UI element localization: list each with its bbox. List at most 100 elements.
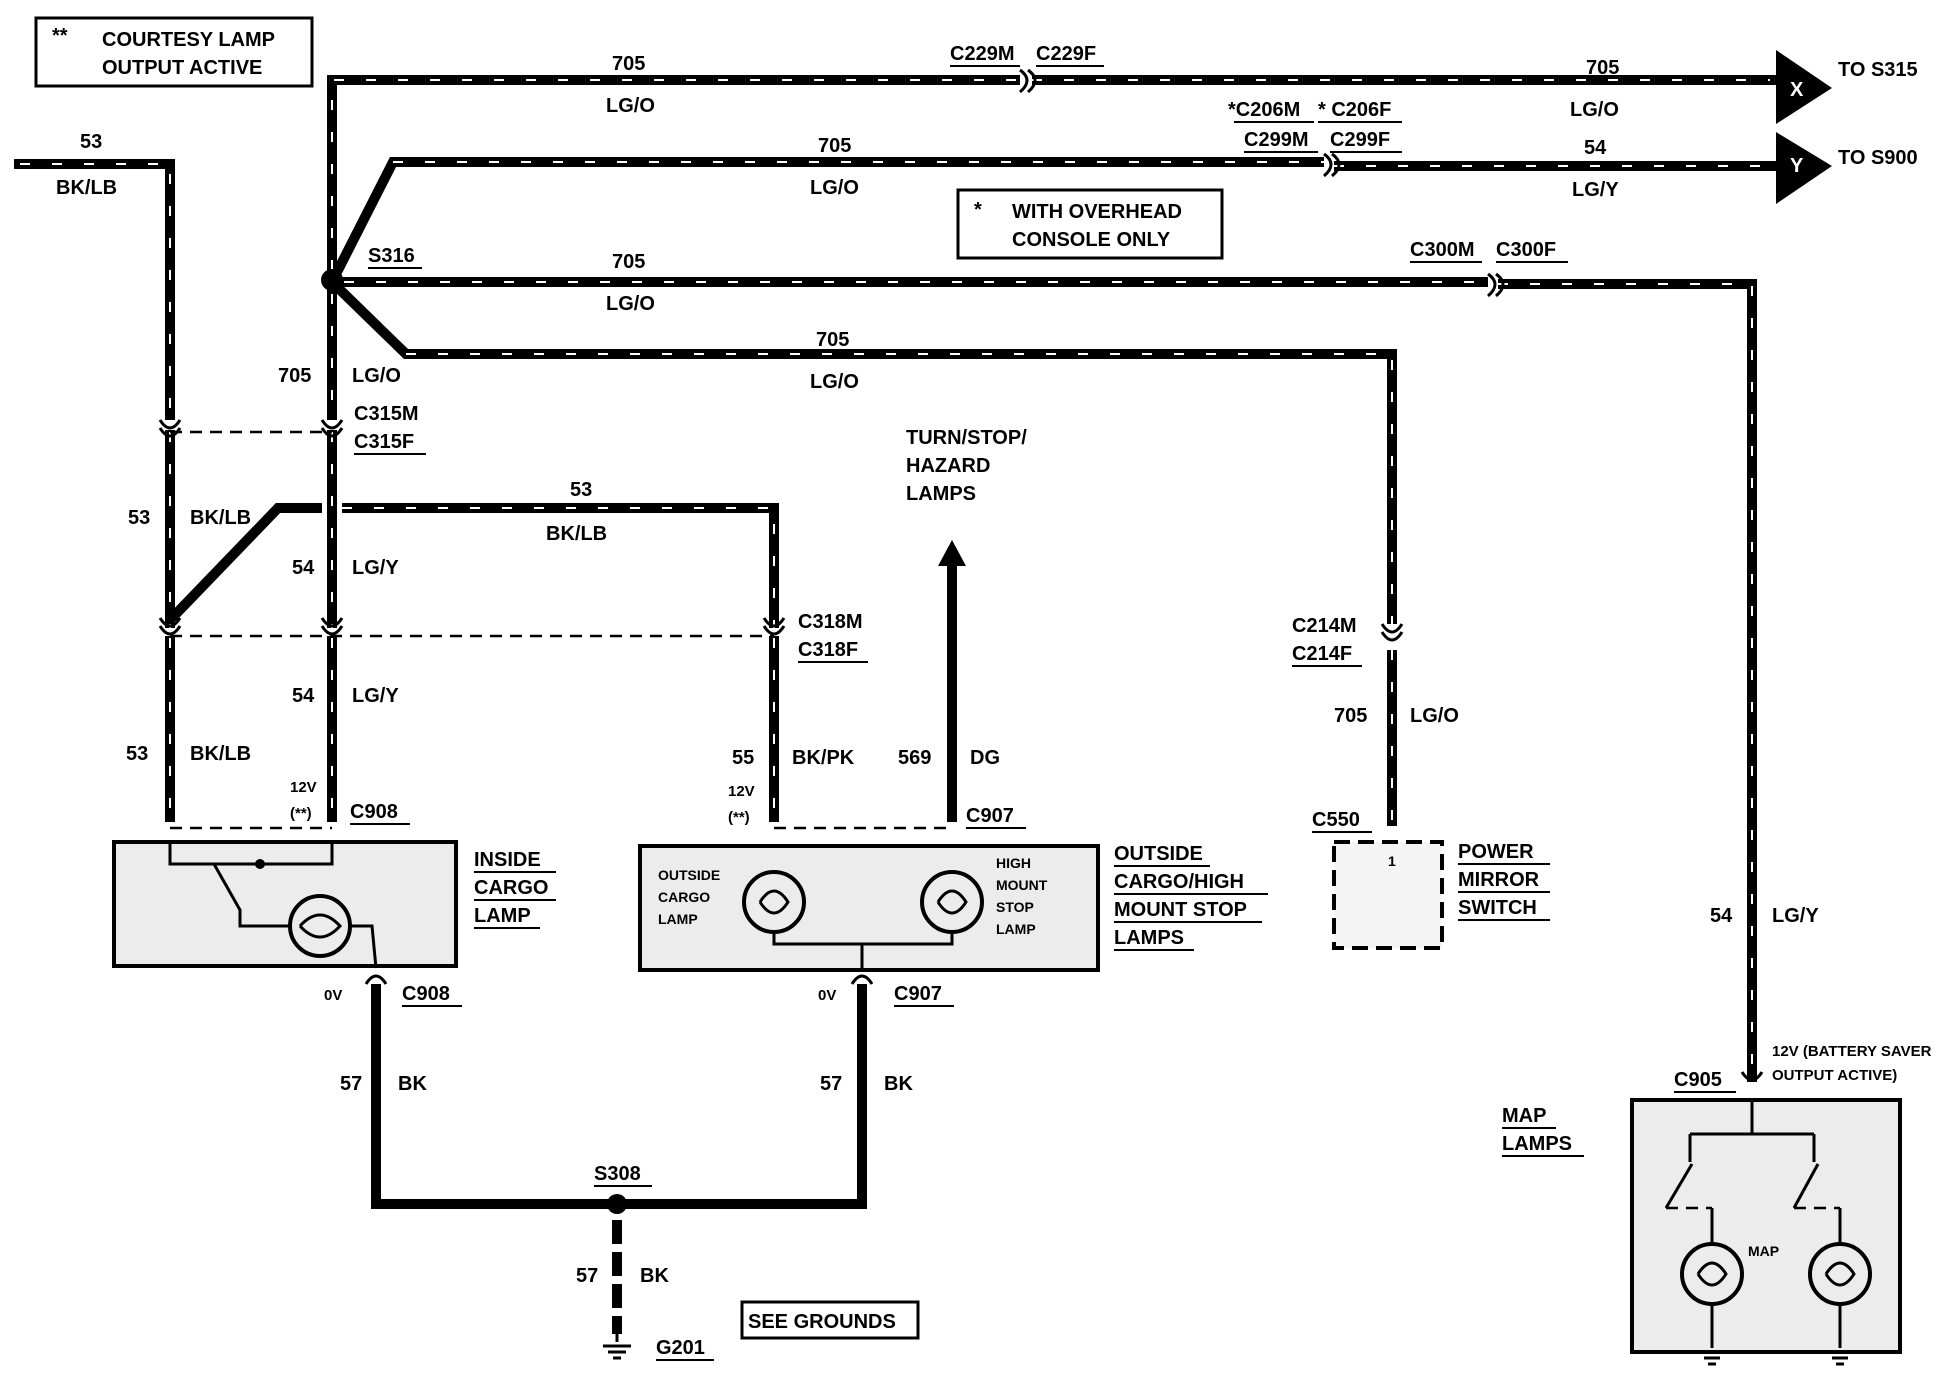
voltage-label: OUTPUT ACTIVE) (1772, 1067, 1897, 1084)
connector-label: C908 (402, 983, 450, 1005)
connector-label: C229M (950, 43, 1014, 65)
overhead-note-marker: * (974, 199, 982, 221)
turn-stop-title-2: HAZARD (906, 455, 990, 477)
connector-label: C299M (1244, 129, 1308, 151)
wire-label: 705 (816, 329, 849, 351)
connector-label: C300F (1496, 239, 1556, 261)
connector-label: C905 (1674, 1069, 1722, 1091)
wire-label: BK/LB (190, 507, 251, 529)
wire-label: LG/O (810, 177, 859, 199)
connector-links (170, 430, 952, 830)
outside-cargo-title-4: LAMPS (1114, 927, 1184, 949)
wire-highlights (20, 79, 1770, 1070)
connector-symbols (158, 68, 1764, 1082)
connector-label: *C206M (1228, 99, 1300, 121)
wire-label: LG/O (1570, 99, 1619, 121)
wire-705-to-mirror (328, 278, 1397, 624)
destination-x-label: TO S315 (1838, 59, 1918, 81)
wire-label: 53 (128, 507, 150, 529)
connector-label: C318F (798, 639, 858, 661)
power-mirror-title-2: MIRROR (1458, 869, 1540, 891)
ground-map-right-icon (1828, 1350, 1852, 1366)
connector-label: C550 (1312, 809, 1360, 831)
turn-stop-arrow-icon (938, 540, 966, 566)
wire-57-outside (622, 984, 867, 1209)
connector-label: C315M (354, 403, 418, 425)
arrow-y-icon (1776, 132, 1832, 204)
wire-label: 705 (612, 251, 645, 273)
voltage-label: (**) (290, 805, 312, 822)
label-underlines (350, 65, 1736, 1361)
voltage-label: 0V (324, 987, 342, 1004)
turn-stop-title-1: TURN/STOP/ (906, 427, 1027, 449)
arrow-x-icon (1776, 50, 1832, 124)
outside-cargo-title-3: MOUNT STOP (1114, 899, 1247, 921)
voltage-label: 0V (818, 987, 836, 1004)
wire-label: 53 (570, 479, 592, 501)
wire-label: 57 (340, 1073, 362, 1095)
wire-54-map-feed (1498, 279, 1757, 1082)
power-mirror-switch-box: 1 (1332, 840, 1444, 950)
connector-label: C214M (1292, 615, 1356, 637)
wire-705-to-s315 (327, 75, 1020, 282)
wire-label: 57 (576, 1265, 598, 1287)
high-mount-lamp-3: STOP (996, 899, 1034, 915)
wire-label: LG/Y (1772, 905, 1819, 927)
wire-label: BK/LB (56, 177, 117, 199)
outside-cargo-lamp-2: CARGO (658, 889, 710, 905)
power-mirror-pin: 1 (1388, 853, 1396, 869)
connector-label: C315F (354, 431, 414, 453)
map-inner-label: MAP (1748, 1243, 1779, 1259)
inside-cargo-title-3: LAMP (474, 905, 531, 927)
wire-label: 569 (898, 747, 931, 769)
wire-label: BK/LB (190, 743, 251, 765)
wire-label: 705 (1334, 705, 1367, 727)
inside-cargo-title-2: CARGO (474, 877, 548, 899)
connector-label: C907 (966, 805, 1014, 827)
voltage-label: (**) (728, 809, 750, 826)
courtesy-note-line1: COURTESY LAMP (102, 29, 275, 51)
connector-label: C299F (1330, 129, 1390, 151)
outside-cargo-title-2: CARGO/HIGH (1114, 871, 1244, 893)
voltage-label: 12V (728, 783, 755, 800)
outside-cargo-lamps-box: OUTSIDE CARGO LAMP HIGH MOUNT STOP LAMP (638, 844, 1100, 972)
wire-labels: 705 LG/O 705 LG/O 705 LG/O 54 LG/Y 705 L… (56, 53, 1819, 1287)
outside-cargo-lamp-3: LAMP (658, 911, 698, 927)
wire-label: 57 (820, 1073, 842, 1095)
wire-label: 53 (80, 131, 102, 153)
wire-label: 55 (732, 747, 754, 769)
splice-label: S316 (368, 245, 415, 267)
overhead-console-note: * WITH OVERHEAD CONSOLE ONLY (956, 188, 1224, 260)
wire-53-left (14, 159, 175, 420)
map-lamps-box: MAP (1630, 1098, 1902, 1354)
wire-label: 54 (292, 557, 315, 579)
wire-label: BK (640, 1265, 669, 1287)
wire-label: BK/PK (792, 747, 855, 769)
overhead-note-line1: WITH OVERHEAD (1012, 201, 1182, 223)
wire-label: LG/O (810, 371, 859, 393)
wire-label: LG/Y (1572, 179, 1619, 201)
splice-s316-icon (321, 269, 343, 291)
high-mount-lamp-1: HIGH (996, 855, 1031, 871)
overhead-note-line2: CONSOLE ONLY (1012, 229, 1171, 251)
connector-label: * C206F (1318, 99, 1391, 121)
destination-x: X TO S315 (1776, 50, 1918, 124)
wire-label: 53 (126, 743, 148, 765)
connector-label: C907 (894, 983, 942, 1005)
power-mirror-title-1: POWER (1458, 841, 1534, 863)
wire-label: BK/LB (546, 523, 607, 545)
wire-57-inside (371, 984, 612, 1209)
outside-cargo-bulb-icon (742, 870, 806, 934)
ground-label: G201 (656, 1337, 705, 1359)
ground-map-left-icon (1700, 1350, 1724, 1366)
high-mount-lamp-4: LAMP (996, 921, 1036, 937)
connector-labels: C229M C229F *C206M * C206F C299M C299F C… (350, 43, 1722, 1359)
wire-53-cross (168, 503, 322, 622)
high-mount-bulb-icon (920, 870, 984, 934)
wire-label: LG/Y (352, 685, 399, 707)
wire-label: BK (398, 1073, 427, 1095)
voltage-labels: 12V (**) 12V (**) 0V 0V 12V (BATTERY SAV… (290, 779, 1932, 1084)
wire-label: 54 (292, 685, 315, 707)
courtesy-note-marker: ** (52, 25, 68, 47)
